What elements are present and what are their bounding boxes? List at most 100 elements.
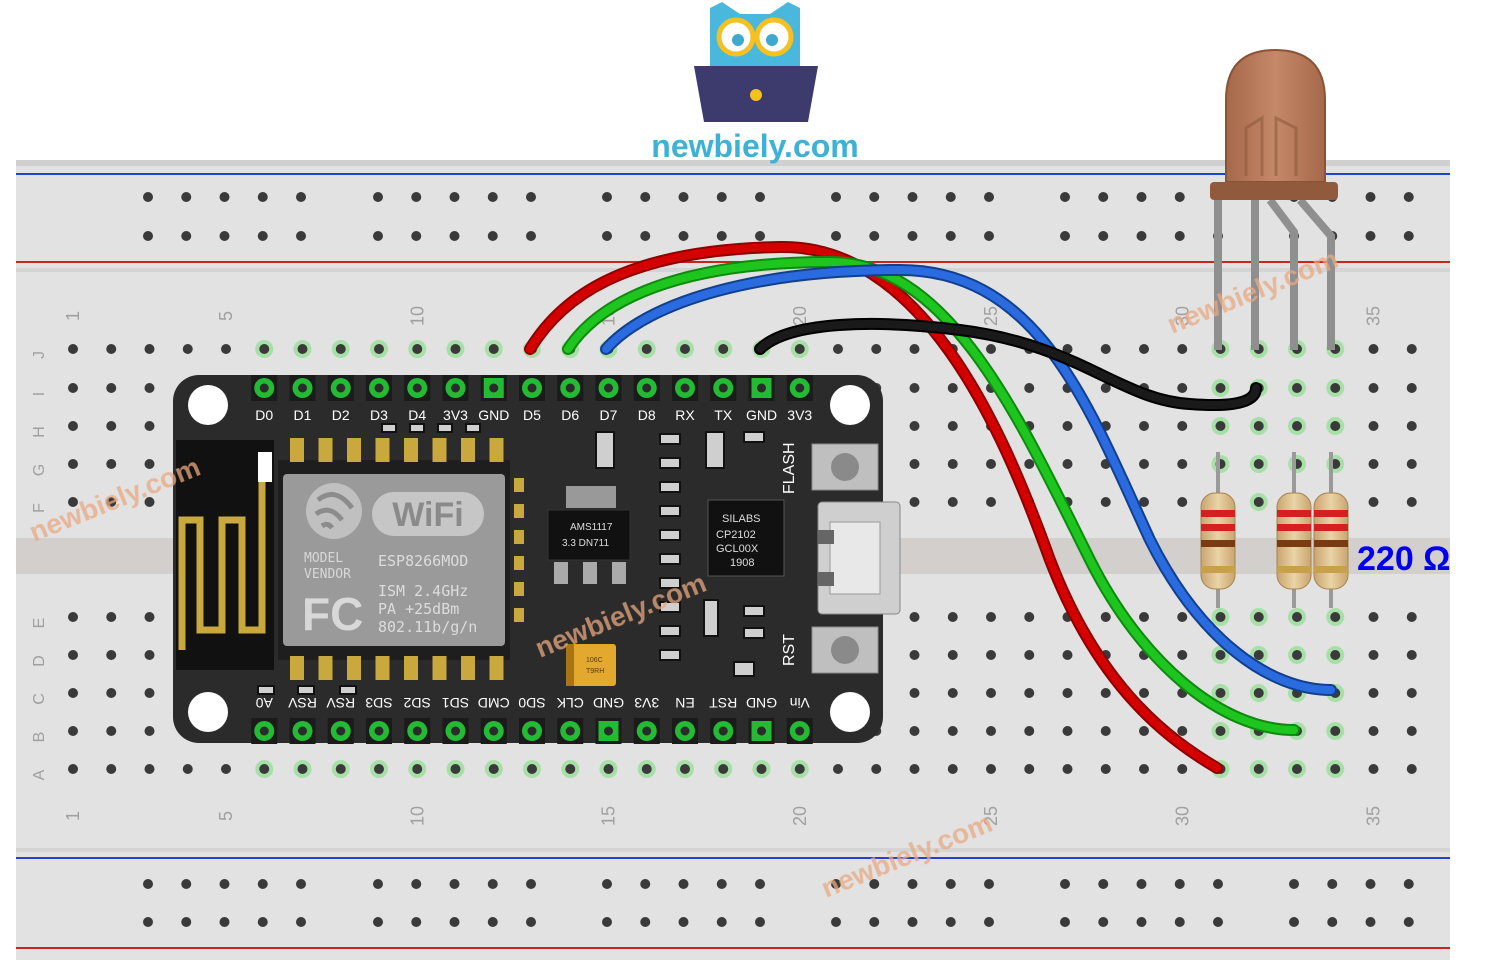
breadboard-hole <box>1292 764 1302 774</box>
column-number: 30 <box>1172 306 1192 326</box>
rail-hole <box>257 192 268 202</box>
resistor-value-label: 220 Ω <box>1357 540 1450 578</box>
breadboard-hole <box>1024 459 1035 469</box>
bottom-pin-label: SD0 <box>518 695 545 711</box>
breadboard-hole <box>1024 726 1035 736</box>
breadboard-hole <box>1062 764 1073 774</box>
rail-hole <box>678 231 689 241</box>
breadboard-hole <box>718 764 729 774</box>
breadboard-hole <box>527 764 537 774</box>
rail-hole <box>487 231 498 241</box>
rail-hole <box>907 192 918 202</box>
breadboard-hole <box>106 688 117 698</box>
rail-hole <box>945 879 956 889</box>
esp8266-module: WiFi MODEL VENDOR ESP8266MOD ISM 2.4GHz … <box>278 438 510 680</box>
rail-hole <box>411 917 422 927</box>
smd-component <box>465 423 481 433</box>
breadboard-hole <box>986 726 996 736</box>
breadboard-hole <box>986 344 996 354</box>
wifi-logo-badge <box>372 492 484 536</box>
breadboard-hole <box>68 726 78 736</box>
laptop-icon <box>694 66 818 122</box>
rail-hole <box>1365 231 1376 241</box>
breadboard-hole <box>68 497 78 507</box>
breadboard-hole <box>1330 421 1341 431</box>
mount-hole <box>188 385 228 425</box>
rail-hole <box>869 231 880 241</box>
breadboard-hole <box>1292 612 1302 622</box>
breadboard-hole <box>986 459 996 469</box>
breadboard-hole <box>1292 650 1302 660</box>
smd-component <box>733 661 755 677</box>
breadboard-hole <box>450 764 461 774</box>
breadboard-hole <box>144 344 155 354</box>
breadboard-hole <box>1100 497 1111 507</box>
smd-component <box>659 433 681 445</box>
breadboard-hole <box>144 421 155 431</box>
breadboard-hole <box>106 383 117 393</box>
breadboard-hole <box>1062 344 1073 354</box>
smd-component <box>659 505 681 517</box>
power-rail-holes <box>143 192 1414 927</box>
breadboard-hole <box>909 650 920 660</box>
breadboard-hole <box>1406 497 1417 507</box>
rail-hole <box>907 231 918 241</box>
breadboard-hole <box>182 344 193 354</box>
rail-hole <box>1327 917 1338 927</box>
svg-text:CP2102: CP2102 <box>716 529 756 541</box>
reset-button[interactable] <box>811 626 879 674</box>
svg-text:1908: 1908 <box>730 557 754 569</box>
rail-hole <box>640 192 651 202</box>
rail-hole <box>1060 192 1070 202</box>
breadboard-hole <box>756 764 767 774</box>
top-pin-label: D8 <box>638 407 656 423</box>
rail-hole <box>219 879 230 889</box>
breadboard-hole <box>259 344 270 354</box>
row-letter: J <box>31 351 48 359</box>
bottom-pin-label: GND <box>593 695 624 711</box>
breadboard-hole <box>412 764 423 774</box>
breadboard-hole <box>1024 650 1035 660</box>
breadboard-hole <box>106 421 117 431</box>
breadboard-hole <box>909 383 920 393</box>
smd-component <box>659 457 681 469</box>
rail-hole <box>716 917 727 927</box>
rail-hole <box>1365 879 1376 889</box>
breadboard-hole <box>1215 383 1226 393</box>
rail-hole <box>181 231 192 241</box>
breadboard-hole <box>335 344 346 354</box>
top-pin-label: D3 <box>370 407 388 423</box>
smd-component <box>659 649 681 661</box>
top-pin-label: 3V3 <box>443 407 468 423</box>
breadboard-hole <box>106 459 117 469</box>
column-number: 25 <box>981 306 1001 326</box>
rail-hole <box>716 231 727 241</box>
breadboard-hole <box>1177 764 1188 774</box>
breadboard-hole <box>1177 612 1188 622</box>
flash-button[interactable] <box>811 443 879 491</box>
rail-hole <box>143 192 153 202</box>
smd-components <box>257 423 765 695</box>
rail-hole <box>945 231 956 241</box>
rail-hole <box>869 192 880 202</box>
svg-text:106C: 106C <box>586 657 603 664</box>
top-pin-label: RX <box>675 407 695 423</box>
rail-hole <box>640 917 651 927</box>
smd-component <box>659 625 681 637</box>
rail-hole <box>449 879 460 889</box>
top-pin-label: D2 <box>332 407 350 423</box>
breadboard-hole <box>1368 497 1379 507</box>
mount-hole <box>830 385 870 425</box>
breadboard-hole <box>1253 612 1264 622</box>
breadboard-hole <box>1215 650 1226 660</box>
bottom-pin-label: RST <box>709 695 737 711</box>
smd-component <box>743 605 765 617</box>
led-base <box>1210 182 1338 200</box>
rail-hole <box>257 917 268 927</box>
smd-component <box>297 685 315 695</box>
rail-hole <box>1098 879 1109 889</box>
breadboard-hole <box>335 764 346 774</box>
